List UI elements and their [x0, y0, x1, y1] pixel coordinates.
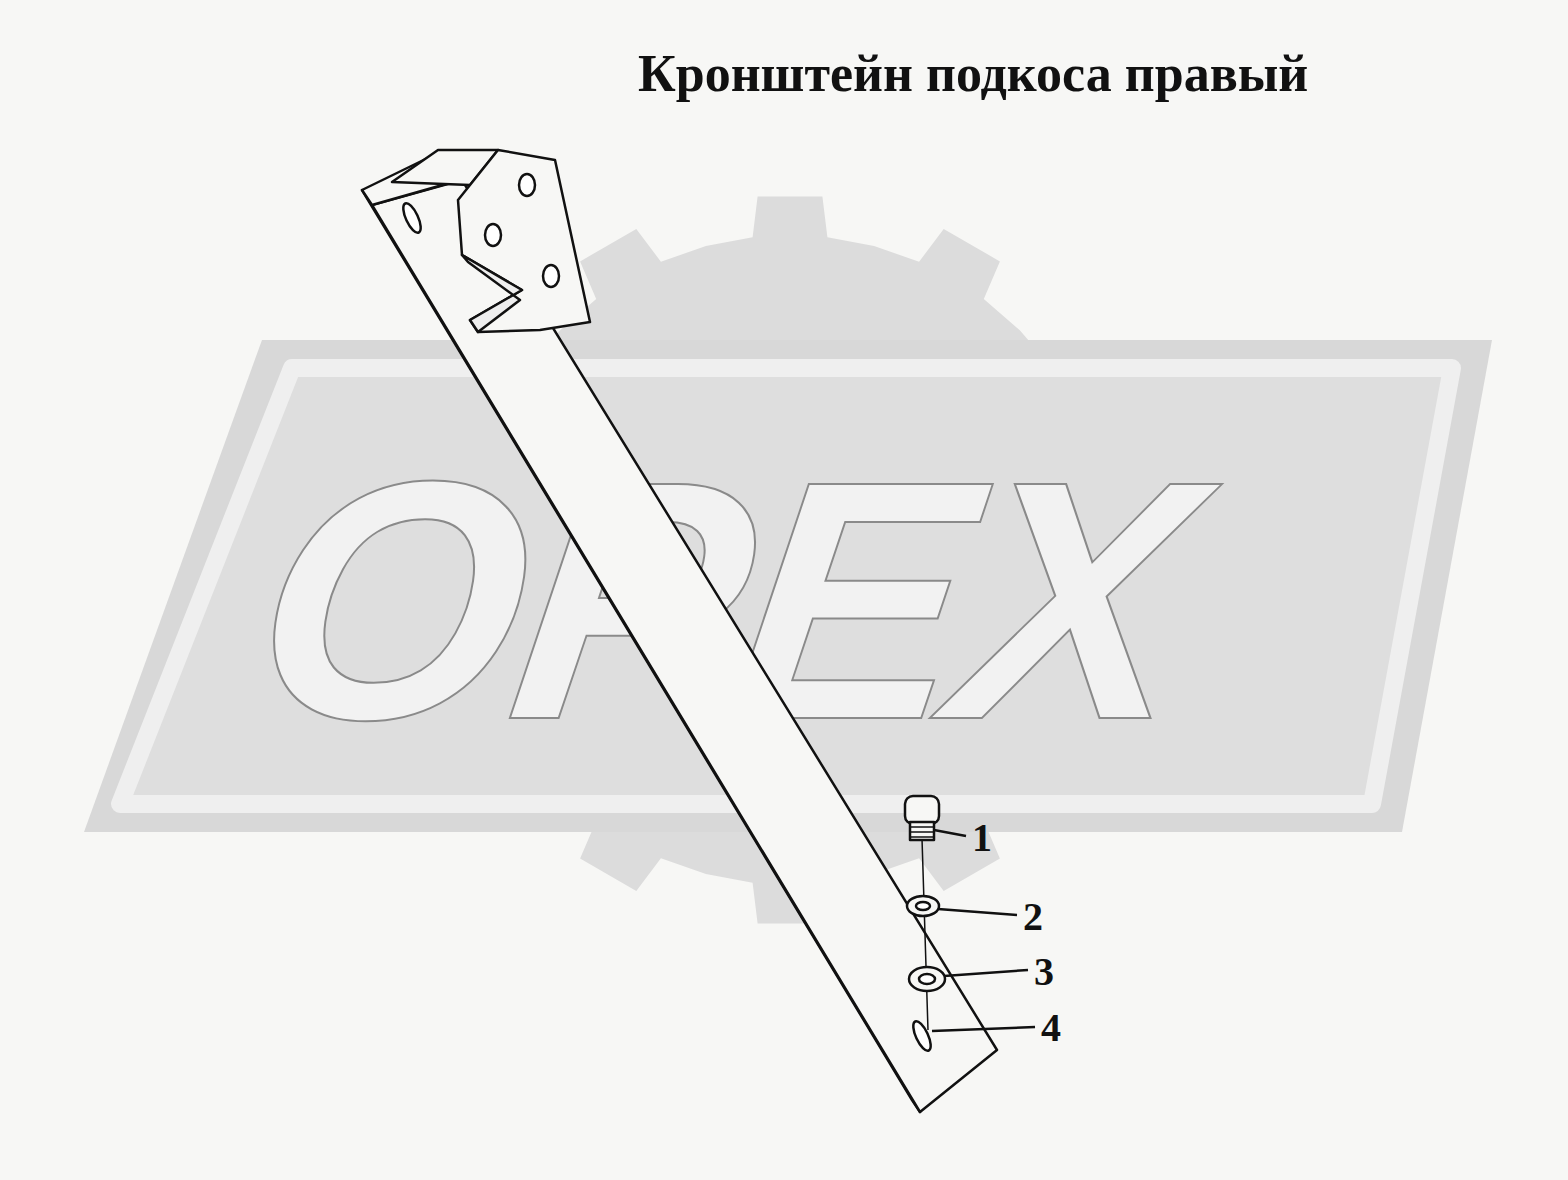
plate-fold	[462, 255, 522, 332]
flat-washer	[909, 967, 945, 991]
flat-washer-hole	[919, 974, 935, 984]
hole	[519, 174, 535, 196]
leader-line	[932, 1027, 1035, 1031]
hole	[543, 265, 559, 287]
axis-line	[922, 838, 928, 1030]
callout-number: 4	[1041, 1008, 1061, 1048]
callout-number: 2	[1023, 897, 1043, 937]
hole	[485, 224, 501, 246]
spring-washer-hole	[916, 902, 930, 910]
leader-line	[938, 909, 1017, 915]
slot	[910, 1019, 934, 1053]
leader-line	[934, 830, 966, 836]
callout-number: 1	[972, 818, 992, 858]
bar-face	[372, 180, 997, 1112]
slot	[400, 201, 424, 235]
bolt-head	[905, 796, 939, 824]
mounting-plate	[458, 150, 590, 332]
spring-washer	[907, 896, 939, 916]
thread-lines	[910, 827, 934, 837]
diagram-title: Кронштейн подкоса правый	[638, 44, 1308, 103]
leader-line	[944, 970, 1028, 976]
bolt-thread	[910, 822, 934, 840]
callout-number: 3	[1034, 952, 1054, 992]
